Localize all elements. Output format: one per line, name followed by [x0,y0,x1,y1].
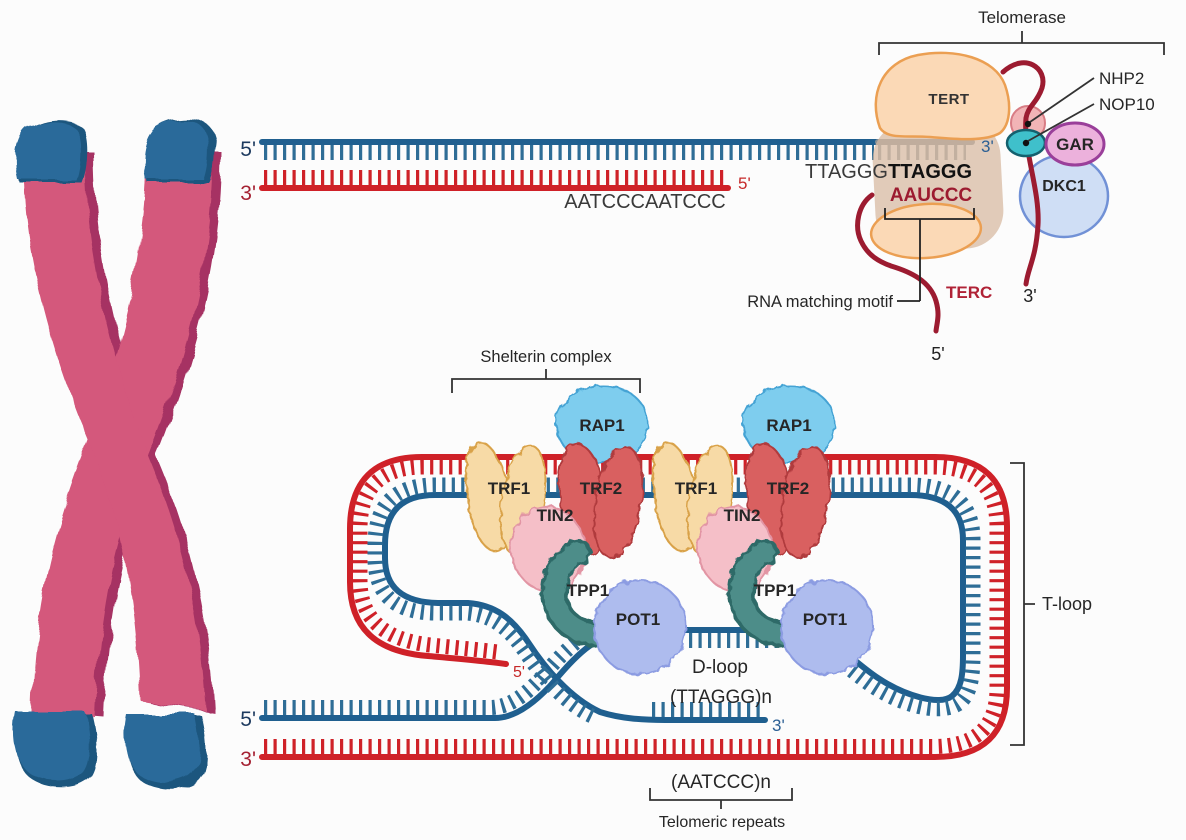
t-loop-bracket [1010,462,1035,746]
rap1-label-2: RAP1 [766,416,811,435]
shelterin-1-blobs [464,384,688,675]
shelterin-complex-2: RAP1 TRF1 TRF2 TIN2 TPP1 POT1 [651,384,875,675]
pot1-blob [592,579,688,675]
top-duplex: 5' 3' 5' AATCCCAATCCC [240,138,975,213]
trf2-label-2: TRF2 [767,479,810,498]
t-loop: 5' 3' 5' 3' [240,454,1010,771]
g-repeat-label: (TTAGGG)n [670,687,772,708]
g-three-prime-label: 3' [981,137,994,156]
trf2-lobe-2 [592,445,644,559]
chromosome [13,119,222,790]
inner-five-prime-label: 5' [513,664,525,681]
shelterin-complex-1: RAP1 TRF1 TRF2 TIN2 TPP1 POT1 [464,384,688,675]
tin2-label: TIN2 [537,506,574,525]
nhp2-dot [1024,120,1032,128]
g-seq-plain: TTAGGG [805,161,888,183]
tert-bottom-lobe [869,202,983,260]
annotations: Shelterin complex D-loop (TTAGGG)n (AATC… [451,348,1092,831]
chromatid-a [24,150,205,710]
rap1-label: RAP1 [579,416,624,435]
gar-label: GAR [1056,135,1094,154]
terc-strand-left [855,192,941,334]
rna-motif-label: RNA matching motif [747,293,893,311]
overhang-three-prime-label: 3' [772,716,785,735]
telomere-caps [13,119,216,790]
telomerase-complex: TERT GAR DKC1 NHP2 NOP10 TTAGGGTTAGGG AA… [747,8,1165,364]
top-three-prime-label: 3' [240,182,256,205]
trf2-lobe-2b [779,445,831,559]
pot1-label: POT1 [616,610,660,629]
terc-strand-right [1000,60,1046,287]
telomeric-repeats-bracket [649,788,793,809]
nop10-dot [1022,139,1030,147]
trf1-label-2: TRF1 [675,479,718,498]
nop10-label: NOP10 [1099,95,1155,114]
dkc1-label: DKC1 [1042,178,1086,195]
tloop-red-teeth [264,459,1005,754]
c-strand-five-prime-label: 5' [738,174,751,193]
telomerase-title: Telomerase [978,8,1066,27]
terc-label: TERC [946,283,992,302]
rna-motif-bracket [884,208,975,302]
pot1-blob-2 [779,579,875,675]
tpp1-label: TPP1 [567,581,610,600]
tloop-blue-teeth-a [264,612,626,715]
trf2-label: TRF2 [580,479,623,498]
nhp2-label: NHP2 [1099,69,1144,88]
telomerase-bracket [878,31,1165,55]
telomeric-repeats-label: Telomeric repeats [659,814,785,831]
tin2-label-2: TIN2 [724,506,761,525]
rna-template-sequence: AAUCCC [890,185,973,206]
g-overhang-sequence: TTAGGGTTAGGG [805,161,972,183]
top-five-prime-label: 5' [240,138,256,161]
c-repeat-label: (AATCCC)n [671,772,771,793]
gar-blob [1044,121,1106,167]
d-loop-label: D-loop [692,657,748,678]
shelterin-bracket [451,369,641,393]
tloop-red-strand [259,454,1010,760]
bottom-five-prime-label: 5' [240,708,256,731]
g-seq-bold: TTAGGG [888,161,972,183]
shelterin-2-blobs [651,384,875,675]
t-loop-label: T-loop [1042,594,1092,614]
tloop-blue-teeth-b [367,477,981,723]
shelterin-title: Shelterin complex [480,348,612,366]
bottom-three-prime-label: 3' [240,748,256,771]
terc-three-prime: 3' [1023,286,1036,306]
tert-top-lobe [874,51,1011,141]
tert-label: TERT [928,91,969,108]
tpp1-label-2: TPP1 [754,581,797,600]
c-strand-sequence: AATCCCAATCCC [564,191,725,213]
nop10-leader-line [1027,103,1095,142]
pot1-label-2: POT1 [803,610,847,629]
nhp2-leader-line [1029,77,1095,123]
trf1-label: TRF1 [488,479,531,498]
terc-five-prime: 5' [931,344,944,364]
